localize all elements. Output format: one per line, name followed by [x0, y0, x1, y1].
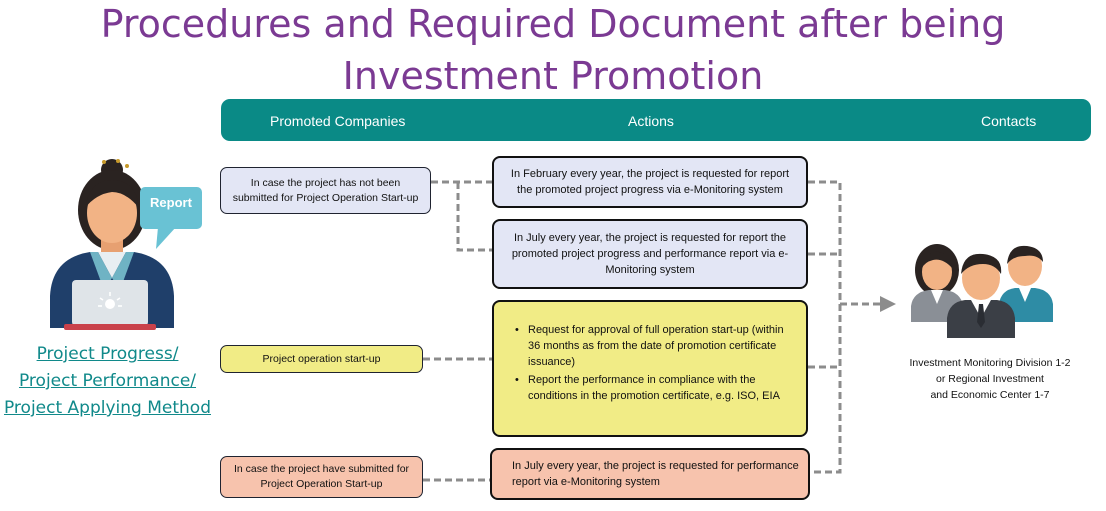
- reporter-person-icon: [50, 159, 174, 330]
- page-title: Procedures and Required Document after b…: [100, 2, 1006, 98]
- header-actions: Actions: [628, 113, 674, 129]
- contacts-group-icon: [911, 244, 1053, 338]
- action-startup-item: Report the performance in compliance wit…: [515, 372, 786, 404]
- action-july-performance-text: In July every year, the project is reque…: [512, 460, 799, 488]
- case-startup-text: Project operation start-up: [262, 352, 381, 365]
- case-not-submitted-box: In case the project has not been submitt…: [220, 167, 431, 214]
- action-july-progress-text: In July every year, the project is reque…: [511, 232, 789, 276]
- action-startup-box: Request for approval of full operation s…: [492, 300, 808, 437]
- contact-line: Investment Monitoring Division 1-2: [909, 357, 1071, 369]
- action-july-progress-box: In July every year, the project is reque…: [492, 219, 808, 289]
- speech-bubble-icon: [140, 187, 202, 249]
- link-project-performance[interactable]: Project Performance/: [18, 371, 197, 391]
- link-project-progress[interactable]: Project Progress/: [36, 344, 179, 364]
- speech-bubble-text: Report: [150, 195, 192, 210]
- case-startup-box: Project operation start-up: [220, 345, 423, 373]
- header-bar: [221, 99, 1091, 141]
- contact-text: Investment Monitoring Division 1-2 or Re…: [895, 355, 1085, 403]
- case-not-submitted-text: In case the project has not been submitt…: [232, 176, 419, 204]
- action-february-box: In February every year, the project is r…: [492, 156, 808, 208]
- action-startup-list: Request for approval of full operation s…: [515, 322, 786, 404]
- case-submitted-box: In case the project have submitted for P…: [220, 456, 423, 498]
- case-submitted-text: In case the project have submitted for P…: [233, 463, 410, 490]
- contact-line: and Economic Center 1-7: [930, 389, 1050, 401]
- header-promoted-companies: Promoted Companies: [270, 113, 406, 129]
- action-july-performance-box: In July every year, the project is reque…: [490, 448, 810, 500]
- link-project-applying-method[interactable]: Project Applying Method: [3, 398, 211, 418]
- action-february-text: In February every year, the project is r…: [510, 168, 790, 196]
- header-contacts: Contacts: [981, 113, 1037, 129]
- action-startup-item: Request for approval of full operation s…: [515, 322, 786, 370]
- contact-line: or Regional Investment: [936, 373, 1044, 385]
